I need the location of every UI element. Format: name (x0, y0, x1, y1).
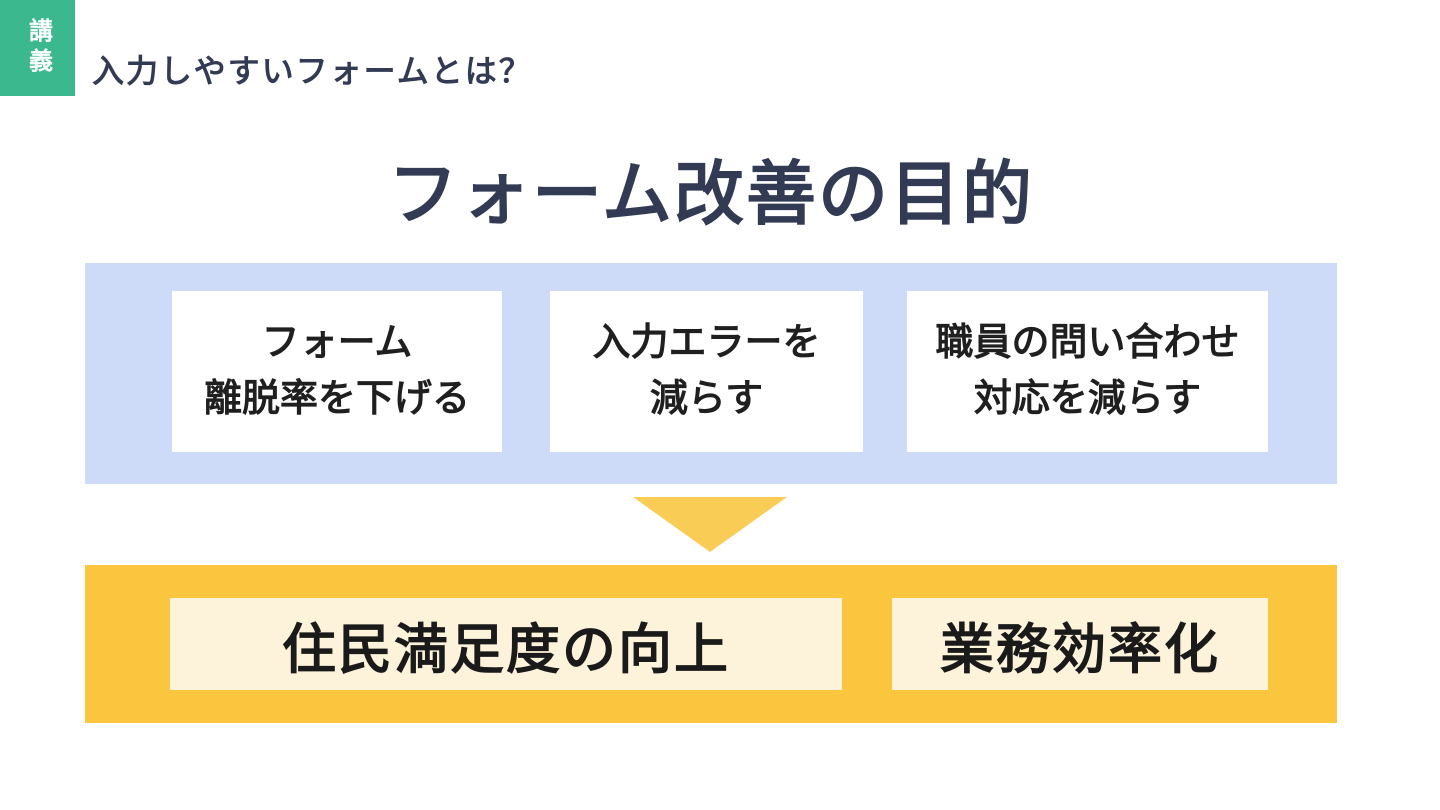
goal-card-staff-inquiries: 職員の問い合わせ 対応を減らす (907, 291, 1268, 452)
goal-card-line1: 職員の問い合わせ (935, 322, 1240, 365)
outcome-card-work-efficiency: 業務効率化 (892, 598, 1268, 690)
lecture-badge-label: 講義 (24, 18, 52, 78)
lecture-badge: 講義 (0, 0, 75, 96)
goal-card-line1: フォーム (261, 322, 413, 365)
goal-card-line2: 対応を減らす (973, 377, 1202, 420)
outcome-card-label: 業務効率化 (940, 619, 1220, 680)
goal-card-input-errors: 入力エラーを 減らす (550, 291, 863, 452)
goal-card-form-abandonment: フォーム 離脱率を下げる (172, 291, 502, 452)
page-title: フォーム改善の目的 (388, 155, 1034, 233)
goal-card-line2: 減らす (649, 377, 764, 420)
down-triangle-icon (633, 497, 787, 552)
goals-section: フォーム 離脱率を下げる 入力エラーを 減らす 職員の問い合わせ 対応を減らす (85, 263, 1337, 484)
outcome-card-label: 住民満足度の向上 (282, 619, 730, 680)
goal-card-line1: 入力エラーを (592, 322, 821, 365)
goal-card-line2: 離脱率を下げる (203, 377, 470, 420)
outcomes-section: 住民満足度の向上 業務効率化 (85, 565, 1337, 723)
header-title: 入力しやすいフォームとは？ (92, 53, 533, 89)
outcome-card-resident-satisfaction: 住民満足度の向上 (170, 598, 842, 690)
